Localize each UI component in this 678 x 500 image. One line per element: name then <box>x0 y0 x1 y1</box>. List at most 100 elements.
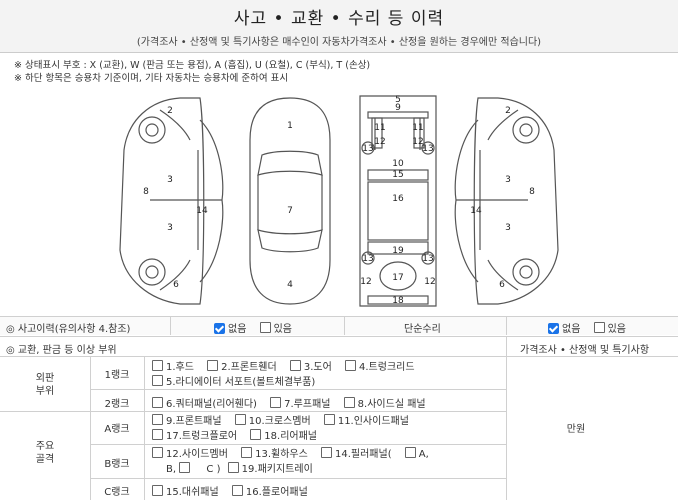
item-checkbox[interactable] <box>152 375 163 386</box>
label-f-12d: 12 <box>424 277 435 287</box>
car-damage-diagram: 2 3 8 14 3 6 1 7 4 5 9 11 11 12 12 13 13… <box>119 95 559 307</box>
frame-view <box>359 95 437 307</box>
top-view <box>249 97 331 305</box>
accident-row-band <box>0 317 678 335</box>
item-label: A, <box>418 449 429 460</box>
simple-repair-options: 없음 있음 <box>548 320 636 335</box>
item-label: 8.사이드실 패널 <box>357 399 426 410</box>
page-title: 사고 • 교환 • 수리 등 이력 <box>233 9 445 29</box>
label-l-3a: 3 <box>167 175 173 185</box>
item-checkbox[interactable] <box>152 360 163 371</box>
group-main-line2: 골격 <box>35 454 55 465</box>
price-notes-label: 가격조사 • 산정액 및 특기사항 <box>520 345 650 356</box>
item-checkbox[interactable] <box>207 360 219 371</box>
label-f-17: 17 <box>392 273 403 283</box>
label-r-14: 14 <box>470 206 482 216</box>
item-checkbox[interactable] <box>343 397 355 408</box>
rank-2-items: 6.쿼터패널(리어휀다) 7.루프패널 8.사이드실 패널 <box>152 395 436 410</box>
divider <box>0 356 678 357</box>
item-label: B, <box>166 464 177 475</box>
item-label: 9.프론트패널 <box>166 416 222 427</box>
item-label: 14.필러패널( <box>335 449 392 460</box>
item-label: 19.패키지트레이 <box>241 464 313 475</box>
label-f-12b: 12 <box>412 137 423 147</box>
item-label: 7.루프패널 <box>284 399 331 410</box>
accident-none-checkbox[interactable] <box>214 323 225 334</box>
item-label: 12.사이드멤버 <box>166 449 228 460</box>
item-checkbox[interactable] <box>241 447 253 458</box>
item-label: 17.트렁크플로어 <box>166 431 238 442</box>
simple-repair-none-checkbox[interactable] <box>548 323 559 334</box>
price-unit: 만원 <box>566 424 586 435</box>
divider <box>90 357 91 500</box>
label-f-10: 10 <box>392 159 404 169</box>
label-roof-7: 7 <box>287 206 293 216</box>
accident-exists-label: 있음 <box>273 324 292 335</box>
label-f-13c: 13 <box>362 254 373 264</box>
label-f-18: 18 <box>392 296 404 306</box>
divider <box>90 444 506 445</box>
item-checkbox[interactable] <box>152 447 163 458</box>
item-checkbox[interactable] <box>321 447 332 458</box>
label-f-11a: 11 <box>374 123 385 133</box>
label-r-3b: 3 <box>505 223 511 233</box>
pillar-a-checkbox[interactable] <box>404 447 416 458</box>
label-r-2: 2 <box>505 106 511 116</box>
item-checkbox[interactable] <box>289 360 301 371</box>
note-basis: ※ 하단 항목은 승용차 기준이며, 기타 자동차는 승용차에 준하여 표시 <box>14 73 289 84</box>
group-main-frame: 주요 골격 <box>0 440 90 466</box>
item-label: 6.쿼터패널(리어휀다) <box>166 399 257 410</box>
note-status-symbols: ※ 상태표시 부호 : X (교환), W (판금 또는 용접), A (흠집)… <box>14 60 371 71</box>
rank-b-label: B랭크 <box>104 459 130 470</box>
header-band: 사고 • 교환 • 수리 등 이력 (가격조사 • 산정액 및 특기사항은 매수… <box>0 0 678 53</box>
item-label: 15.대쉬패널 <box>166 487 219 498</box>
label-r-3a: 3 <box>505 175 511 185</box>
group-outer-panel: 외판 부위 <box>0 372 90 398</box>
item-checkbox[interactable] <box>152 485 163 496</box>
label-l-6: 6 <box>173 280 179 290</box>
rank-1-items: 1.후드 2.프론트휀더 3.도어 4.트렁크리드 5.라디에이터 서포트(볼트… <box>152 360 425 390</box>
divider <box>506 317 507 335</box>
group-main-line1: 주요 <box>35 441 55 452</box>
item-checkbox[interactable] <box>270 397 282 408</box>
simple-repair-exists-checkbox[interactable] <box>593 322 605 333</box>
accident-options: 없음 있음 <box>214 320 302 335</box>
rank-a-items: 9.프론트패널 10.크로스멤버 11.인사이드패널 17.트렁크플로어 18.… <box>152 414 419 444</box>
item-checkbox[interactable] <box>152 414 163 425</box>
item-label: 2.프론트휀더 <box>221 362 277 373</box>
simple-repair-exists-label: 있음 <box>607 324 626 335</box>
label-f-13a: 13 <box>362 144 373 154</box>
label-l-3b: 3 <box>167 223 173 233</box>
label-l-8: 8 <box>143 187 149 197</box>
item-checkbox[interactable] <box>323 414 335 425</box>
label-hood-1: 1 <box>287 121 293 131</box>
item-checkbox[interactable] <box>152 397 163 408</box>
item-checkbox[interactable] <box>152 429 163 440</box>
item-label: 16.플로어패널 <box>245 487 308 498</box>
item-checkbox[interactable] <box>231 485 243 496</box>
divider <box>144 357 145 500</box>
accident-exists-checkbox[interactable] <box>259 322 271 333</box>
label-f-15: 15 <box>392 170 403 180</box>
label-l-2: 2 <box>167 106 173 116</box>
accident-history-label: ◎ 사고이력(유의사항 4.참조) <box>6 324 131 335</box>
label-f-9: 9 <box>395 103 401 113</box>
divider <box>0 336 678 337</box>
label-f-16: 16 <box>392 194 404 204</box>
exchange-parts-label: ◎ 교환, 판금 등 이상 부위 <box>6 345 117 356</box>
group-outer-line1: 외판 <box>35 373 55 384</box>
item-checkbox[interactable] <box>227 462 239 473</box>
item-label: 18.리어패널 <box>264 431 318 442</box>
item-label: 13.휠하우스 <box>255 449 308 460</box>
pillar-b-checkbox[interactable] <box>179 462 191 473</box>
item-label: 10.크로스멤버 <box>248 416 311 427</box>
item-label: 3.도어 <box>303 362 332 373</box>
page-subtitle: (가격조사 • 산정액 및 특기사항은 매수인이 자동차가격조사 • 산정을 원… <box>136 37 542 48</box>
rank-2-label: 2랭크 <box>104 399 130 410</box>
rank-1-label: 1랭크 <box>104 370 130 381</box>
item-checkbox[interactable] <box>345 360 357 371</box>
simple-repair-none-label: 없음 <box>562 324 581 335</box>
item-checkbox[interactable] <box>234 414 246 425</box>
item-checkbox[interactable] <box>250 429 262 440</box>
label-f-13b: 13 <box>422 144 433 154</box>
